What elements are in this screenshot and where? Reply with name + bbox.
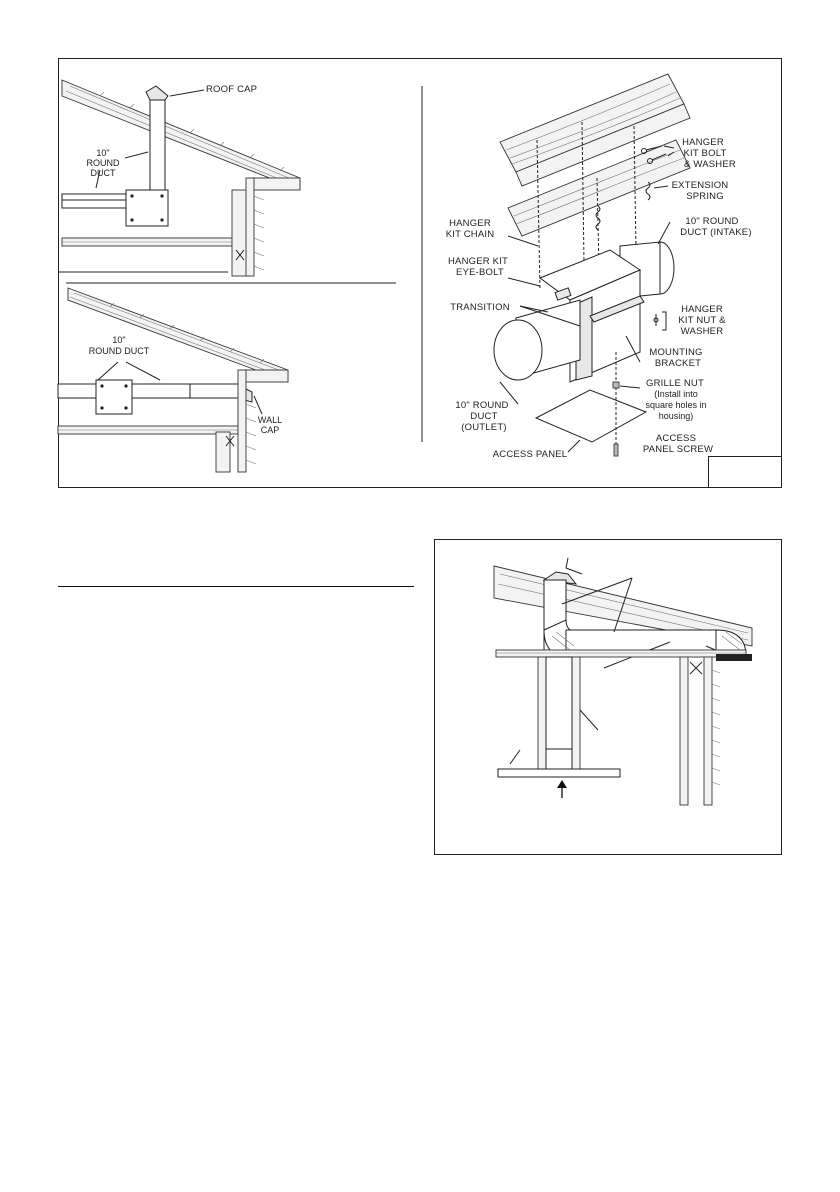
outlet-duct-label-2: DUCT (470, 411, 497, 422)
top-figure-frame (58, 58, 782, 488)
grille-nut-label-1: GRILLE NUT (646, 378, 704, 389)
hanger-chain-label-1: HANGER (449, 218, 491, 229)
wall-cap-diagram: 10" ROUND DUCT WALL CAP (57, 282, 396, 473)
roof-cap-label: ROOF CAP (206, 84, 257, 95)
transition-label: TRANSITION (450, 302, 510, 313)
round-duct-label-3: DUCT (91, 168, 116, 178)
section-heading-rule (58, 586, 414, 587)
intake-duct-label-2: DUCT (INTAKE) (680, 227, 751, 238)
figure-number-box (708, 456, 782, 488)
access-screw-label-2: PANEL SCREW (643, 444, 713, 455)
hanger-chain-label-2: KIT CHAIN (446, 229, 495, 240)
hanger-bolt-label-1: HANGER (682, 137, 724, 148)
round-duct-label-1: 10" (96, 148, 109, 158)
extension-spring-label-1: EXTENSION (672, 180, 729, 191)
hanger-bolt-label-2: KIT BOLT (684, 148, 727, 159)
hanger-kit-diagram: HANGER KIT BOLT & WASHER EXTENSION SPRIN… (446, 73, 751, 460)
eye-bolt-label-2: EYE-BOLT (456, 267, 504, 278)
access-panel-label: ACCESS PANEL (493, 449, 568, 460)
hanger-nut-label-2: KIT NUT & (678, 315, 726, 326)
wall-cap-label-2: CAP (261, 425, 280, 435)
hanger-nut-label-3: WASHER (681, 326, 724, 337)
hanger-bolt-label-3: & WASHER (684, 159, 736, 170)
bottom-figure-frame (434, 539, 782, 855)
mounting-bracket-label-1: MOUNTING (649, 347, 702, 358)
outlet-duct-label-3: (OUTLET) (461, 422, 506, 433)
intake-duct-label-1: 10" ROUND (685, 216, 738, 227)
grille-nut-label-4: housing) (659, 411, 694, 421)
roof-duct-diagram (493, 557, 753, 806)
roof-cap-diagram: ROOF CAP 10" ROUND DUCT (58, 79, 301, 277)
grille-nut-label-2: (Install into (654, 389, 698, 399)
eye-bolt-label-1: HANGER KIT (448, 256, 508, 267)
wall-cap-label-1: WALL (258, 415, 282, 425)
grille-nut-label-3: square holes in (645, 400, 706, 410)
wall-duct-label-2: ROUND DUCT (89, 346, 150, 356)
round-duct-label-2: ROUND (87, 158, 120, 168)
wall-duct-label-1: 10" (112, 335, 125, 345)
mounting-bracket-label-2: BRACKET (655, 358, 701, 369)
outlet-duct-label-1: 10" ROUND (455, 400, 508, 411)
hanger-nut-label-1: HANGER (681, 304, 723, 315)
access-screw-label-1: ACCESS (656, 433, 696, 444)
extension-spring-label-2: SPRING (686, 191, 724, 202)
